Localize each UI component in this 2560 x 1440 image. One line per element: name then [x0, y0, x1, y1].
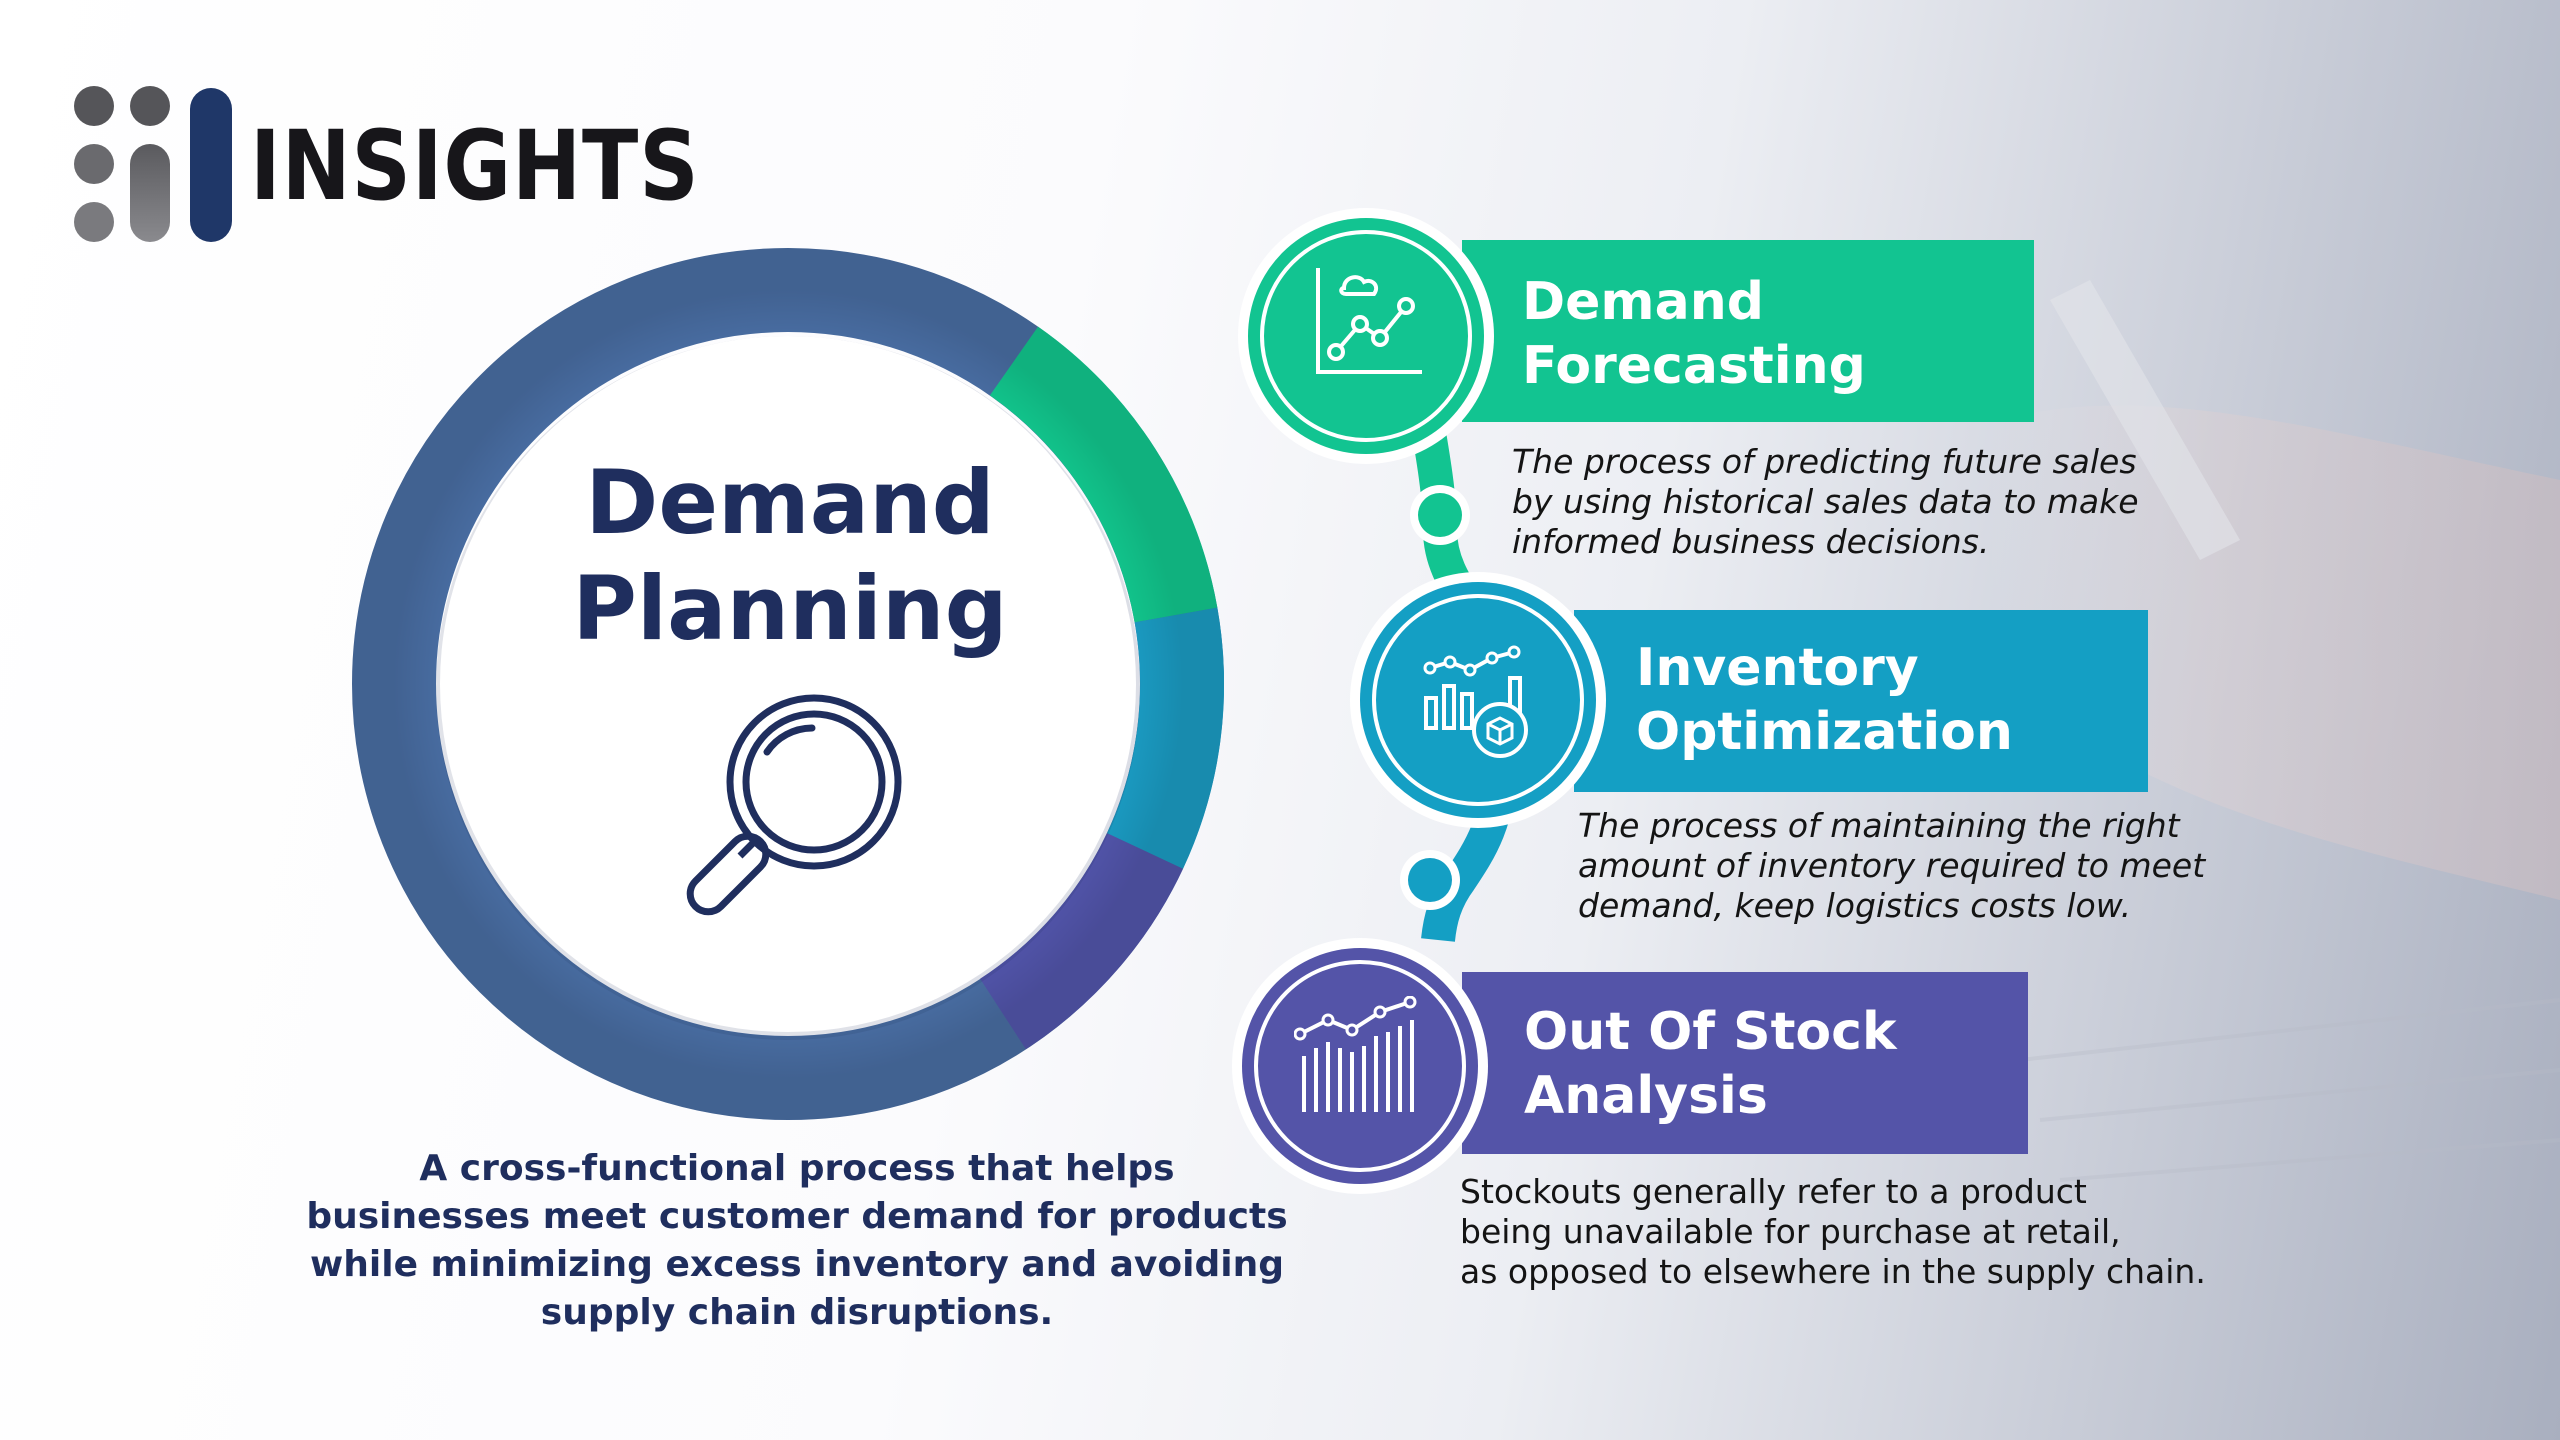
stock-bars-icon: [1294, 996, 1417, 1112]
summary-line2: businesses meet customer demand for prod…: [306, 1196, 1288, 1237]
inventory-box-chart-icon: [1423, 645, 1528, 758]
step-banner-inventory-optimization: Inventory Optimization: [1574, 610, 2148, 792]
step-banner-demand-forecasting: Demand Forecasting: [1462, 240, 2034, 422]
step1-title-line1: Demand: [1522, 272, 1764, 332]
step2-title-line1: Inventory: [1636, 638, 1919, 698]
step3-title-line1: Out Of Stock: [1524, 1002, 1897, 1062]
step2-description: The process of maintaining the right amo…: [1578, 806, 2298, 926]
demand-planning-ring: [352, 248, 1224, 1120]
step1-desc-line2: by using historical sales data to make: [1512, 482, 2139, 521]
magnifier-icon: [686, 694, 902, 916]
step2-circle: [1348, 570, 1608, 830]
brand-name: INSIGHTS: [250, 110, 700, 222]
center-title-line2: Planning: [572, 557, 1008, 660]
brand-logo-mark: [74, 86, 232, 242]
step2-desc-line2: amount of inventory required to meet: [1578, 846, 2206, 885]
step1-circle: [1236, 206, 1496, 466]
step3-description: Stockouts generally refer to a product b…: [1460, 1172, 2260, 1292]
step3-title: Out Of Stock Analysis: [1462, 972, 2028, 1154]
step-banner-out-of-stock-analysis: [1462, 972, 2028, 1154]
step2-title-line2: Optimization: [1636, 702, 2013, 762]
step1-description: The process of predicting future sales b…: [1512, 442, 2212, 562]
step3-title-line2: Analysis: [1524, 1066, 1768, 1126]
step3-desc-line1: Stockouts generally refer to a product: [1460, 1172, 2087, 1211]
step1-desc-line3: informed business decisions.: [1512, 522, 1990, 561]
summary-line3: while minimizing excess inventory and av…: [310, 1244, 1284, 1285]
step3-desc-line2: being unavailable for purchase at retail…: [1460, 1212, 2121, 1251]
center-title: Demand Planning: [440, 450, 1140, 662]
summary-text: A cross-functional process that helps bu…: [262, 1145, 1332, 1337]
forecast-chart-icon: [1316, 268, 1422, 374]
step1-title-line2: Forecasting: [1522, 336, 1866, 396]
step1-desc-line1: The process of predicting future sales: [1512, 442, 2137, 481]
step3-desc-line3: as opposed to elsewhere in the supply ch…: [1460, 1252, 2206, 1291]
step2-desc-line3: demand, keep logistics costs low.: [1578, 886, 2132, 925]
step3-circle: [1230, 936, 1490, 1196]
summary-line4: supply chain disruptions.: [540, 1292, 1054, 1333]
center-title-line1: Demand: [585, 451, 995, 554]
summary-line1: A cross-functional process that helps: [419, 1148, 1175, 1189]
step2-desc-line1: The process of maintaining the right: [1578, 806, 2180, 845]
